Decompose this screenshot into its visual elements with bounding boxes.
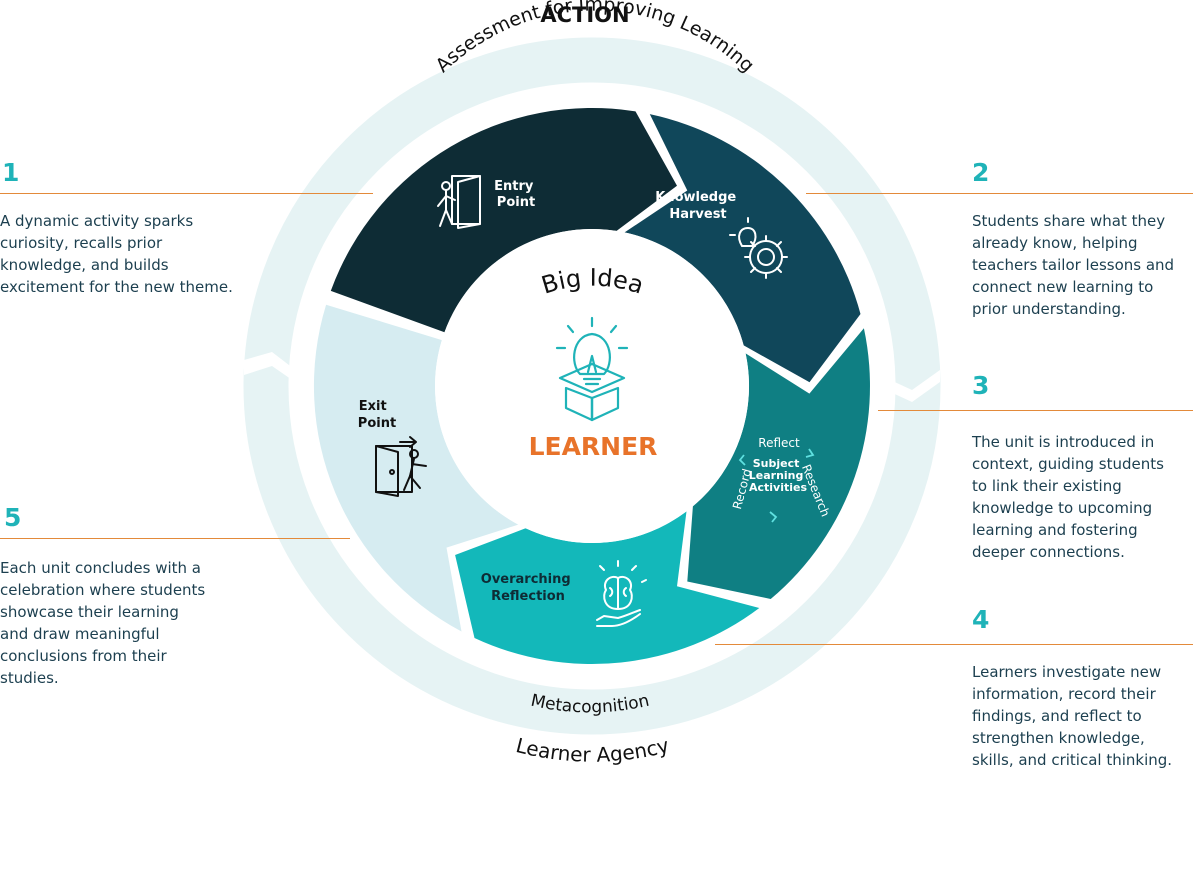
segment-entry-point[interactable] — [330, 107, 677, 333]
step-number-1: 1 — [2, 158, 20, 187]
segment-knowledge-harvest[interactable] — [624, 114, 861, 383]
gear-lightbulb-icon — [729, 217, 788, 279]
segment-overarching-reflection[interactable] — [455, 511, 760, 665]
leader-line-4 — [715, 644, 1193, 645]
title-action: ACTION — [540, 3, 629, 27]
leader-line-1 — [0, 193, 373, 194]
door-entry-icon — [437, 175, 481, 229]
cycle-arrow-icons — [738, 448, 815, 523]
segment-label-exit: Exit Point — [358, 399, 396, 431]
brain-hand-icon — [596, 560, 647, 627]
ring-arrow-left — [244, 352, 298, 384]
segment-subject-learning[interactable] — [687, 328, 870, 599]
step-number-4: 4 — [972, 605, 990, 634]
leader-line-5 — [0, 538, 350, 539]
step-number-3: 3 — [972, 371, 990, 400]
ring-arrow-right — [886, 370, 940, 402]
segment-label-subject: Subject Learning Activities — [749, 457, 808, 494]
segment-label-reflection: Overarching Reflection — [481, 572, 575, 604]
center-label-learner: LEARNER — [529, 432, 658, 461]
cycle-label-reflect: Reflect — [758, 436, 800, 450]
step-number-2: 2 — [972, 158, 990, 187]
leader-line-2 — [806, 193, 1193, 194]
segment-exit-point[interactable] — [313, 304, 519, 632]
step-number-5: 5 — [4, 503, 22, 532]
center-circle — [435, 229, 749, 543]
label-learner-agency: Learner Agency — [514, 733, 672, 767]
segment-label-entry: Entry Point — [494, 179, 538, 210]
segment-label-harvest: Knowledge Harvest — [655, 190, 741, 222]
leader-line-3 — [878, 410, 1193, 411]
lightbulb-box-icon — [555, 316, 629, 422]
door-exit-icon — [375, 436, 427, 497]
